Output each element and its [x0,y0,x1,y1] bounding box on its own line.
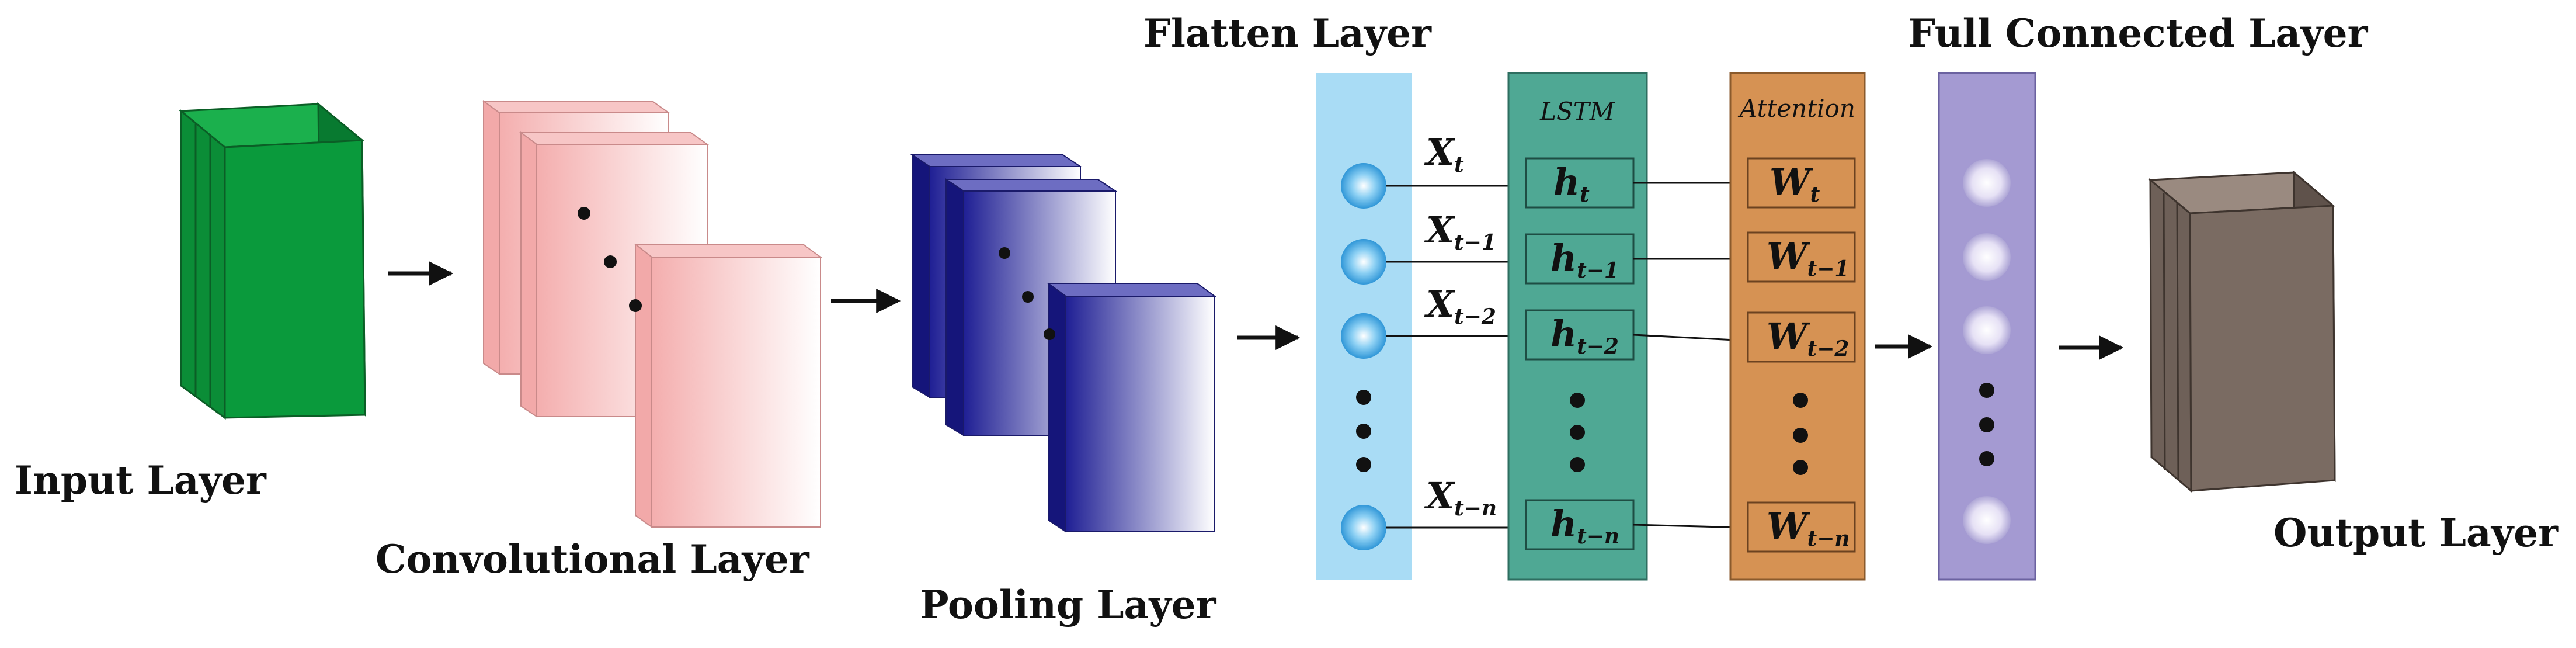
flatten-input-label: Xt−n [1424,474,1497,521]
attention-cell-label: Wt−2 [1767,315,1849,361]
flatten-input-label: Xt [1424,131,1464,177]
lstm-cell-label: ht−n [1551,503,1619,549]
flatten-node [1341,163,1386,209]
conv-ellipsis-dots [578,207,642,312]
attention-cell [1747,501,1856,553]
flatten-nodes [1341,163,1386,550]
attention-cells [1747,157,1856,553]
fc-node [1963,159,2011,207]
pooling-layer-label: Pooling Layer [920,582,1217,628]
attention-header: Attention [1737,94,1855,123]
flatten-node [1341,505,1386,550]
convolutional-layer-label: Convolutional Layer [376,536,810,582]
lstm-cell-label: ht [1553,161,1590,207]
flatten-layer-label: Flatten Layer [1143,11,1432,56]
attention-cell [1747,231,1856,283]
attention-cell [1747,311,1856,363]
flatten-node [1341,239,1386,285]
attention-cell-label: Wt−n [1767,505,1850,551]
input-layer-block [179,102,366,420]
attention-cell-label: Wt [1770,161,1820,207]
attention-cell [1747,157,1856,209]
fc-node [1963,306,2011,354]
lstm-header: LSTM [1539,97,1615,126]
output-layer-label: Output Layer [2273,510,2559,556]
flatten-node [1341,313,1386,359]
flatten-input-label: Xt−2 [1424,283,1496,329]
fc-node [1963,496,2011,544]
full-connected-layer-label: Full Connected Layer [1908,11,2369,56]
attention-ellipsis-dots [1793,393,1808,475]
attention-cell-label: Wt−1 [1767,235,1849,281]
pool-ellipsis-dots [999,247,1055,340]
lstm-to-attention-arrows [1633,176,1748,534]
lstm-cell-label: ht−1 [1551,237,1619,283]
fc-node [1963,233,2011,281]
flatten-input-label: Xt−1 [1424,209,1496,255]
fc-nodes [1963,159,2011,544]
flatten-to-lstm-arrows [1386,179,1527,534]
output-layer-block [2148,170,2336,493]
pooling-layer-stack [910,154,1217,533]
lstm-cell-label: ht−2 [1551,313,1619,359]
fc-ellipsis-dots [1979,383,1994,466]
lstm-panel [1507,72,1648,581]
convolutional-layer-stack [481,100,823,528]
flatten-ellipsis-dots [1356,390,1371,472]
input-layer-label: Input Layer [15,458,267,503]
lstm-ellipsis-dots [1570,393,1585,472]
